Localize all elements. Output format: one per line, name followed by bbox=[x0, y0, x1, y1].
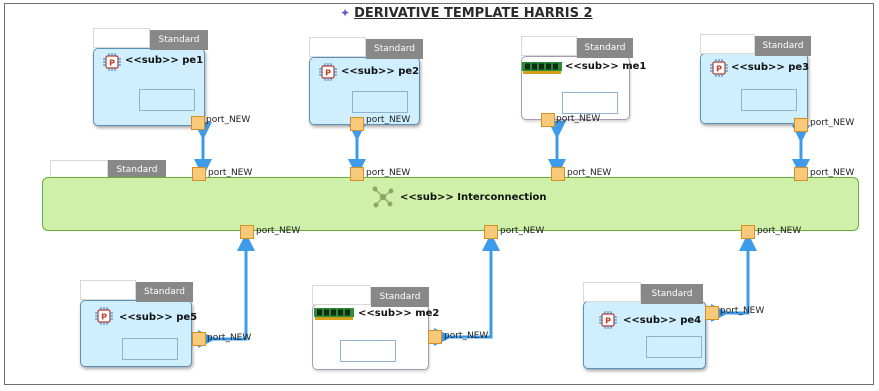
block-me1-standard-tag[interactable]: Standard bbox=[577, 38, 633, 58]
port-pe5-right-label: port_NEW bbox=[207, 333, 252, 343]
port-pe2-bottom-label: port_NEW bbox=[366, 115, 411, 125]
port-bus-pe3-label: port_NEW bbox=[810, 168, 855, 178]
block-pe1[interactable] bbox=[93, 48, 205, 126]
block-interconnection[interactable] bbox=[42, 177, 859, 231]
block-pe2-label: <<sub>> pe2 bbox=[341, 66, 420, 77]
svg-text:P: P bbox=[325, 69, 331, 78]
port-me2-right[interactable] bbox=[428, 330, 442, 344]
port-bus-me2[interactable] bbox=[484, 225, 498, 239]
block-pe4-content-box bbox=[646, 336, 702, 358]
bus-network-icon bbox=[372, 186, 394, 208]
block-pe2-standard-tag[interactable]: Standard bbox=[366, 39, 423, 59]
memory-module-icon bbox=[522, 62, 562, 74]
block-me2-content-box bbox=[340, 340, 396, 362]
port-me1-bottom[interactable] bbox=[541, 113, 555, 127]
port-bus-me1-label: port_NEW bbox=[567, 168, 612, 178]
block-pe3-name-tab bbox=[700, 34, 755, 54]
port-pe3-bottom-label: port_NEW bbox=[810, 118, 855, 128]
port-bus-pe1-label: port_NEW bbox=[208, 168, 253, 178]
port-bus-pe2[interactable] bbox=[350, 167, 364, 181]
memory-module-icon bbox=[314, 308, 354, 320]
svg-text:P: P bbox=[605, 317, 611, 326]
block-me1-content-box bbox=[562, 92, 618, 114]
block-me1-label: <<sub>> me1 bbox=[565, 61, 647, 72]
block-me2-name-tab bbox=[312, 285, 371, 305]
diagram-icon: ✦ bbox=[340, 6, 351, 20]
svg-text:P: P bbox=[101, 313, 107, 322]
block-pe2-name-tab bbox=[309, 37, 366, 57]
block-pe5-label: <<sub>> pe5 bbox=[119, 312, 198, 323]
block-pe5-standard-tag[interactable]: Standard bbox=[136, 282, 193, 302]
port-bus-pe5-label: port_NEW bbox=[256, 226, 301, 236]
block-pe4-standard-tag[interactable]: Standard bbox=[641, 284, 703, 304]
port-bus-pe3[interactable] bbox=[794, 167, 808, 181]
block-pe3-standard-tag[interactable]: Standard bbox=[755, 36, 811, 56]
block-pe3-label: <<sub>> pe3 bbox=[731, 62, 810, 73]
port-pe1-bottom[interactable] bbox=[191, 116, 205, 130]
port-pe5-right[interactable] bbox=[192, 332, 206, 346]
block-pe1-standard-tag[interactable]: Standard bbox=[150, 30, 208, 50]
port-pe4-right[interactable] bbox=[705, 306, 719, 320]
svg-text:P: P bbox=[716, 65, 722, 74]
port-me2-right-label: port_NEW bbox=[444, 331, 489, 341]
block-pe1-content-box bbox=[139, 89, 195, 111]
block-me1-name-tab bbox=[521, 36, 577, 56]
port-pe4-right-label: port_NEW bbox=[720, 306, 765, 316]
block-pe1-name-tab bbox=[93, 28, 150, 48]
port-bus-pe5[interactable] bbox=[240, 225, 254, 239]
processor-chip-icon: P bbox=[319, 63, 337, 81]
port-me1-bottom-label: port_NEW bbox=[556, 114, 601, 124]
port-bus-pe4[interactable] bbox=[741, 225, 755, 239]
diagram-canvas bbox=[4, 3, 874, 385]
block-me2-standard-tag[interactable]: Standard bbox=[371, 287, 429, 307]
block-pe3-content-box bbox=[741, 89, 797, 111]
connector-me2[interactable] bbox=[434, 233, 500, 346]
block-pe2-content-box bbox=[352, 91, 408, 113]
port-bus-me2-label: port_NEW bbox=[500, 226, 545, 236]
svg-text:P: P bbox=[109, 59, 115, 68]
port-pe1-bottom-label: port_NEW bbox=[206, 115, 251, 125]
port-bus-pe4-label: port_NEW bbox=[757, 226, 802, 236]
processor-chip-icon: P bbox=[599, 311, 617, 329]
connector-pe4[interactable] bbox=[711, 233, 757, 322]
block-pe5-content-box bbox=[122, 338, 178, 360]
processor-chip-icon: P bbox=[710, 59, 728, 77]
bus-standard-tag[interactable]: Standard bbox=[108, 160, 166, 180]
processor-chip-icon: P bbox=[103, 53, 121, 71]
block-pe4-name-tab bbox=[583, 282, 641, 302]
block-pe4-label: <<sub>> pe4 bbox=[623, 315, 702, 326]
processor-chip-icon: P bbox=[95, 307, 113, 325]
connector-pe5[interactable] bbox=[198, 233, 255, 348]
diagram-title[interactable]: ✦DERIVATIVE TEMPLATE HARRIS 2 bbox=[340, 6, 593, 21]
block-pe5-name-tab bbox=[80, 280, 136, 300]
bus-label: <<sub>> Interconnection bbox=[400, 192, 547, 203]
port-pe2-bottom[interactable] bbox=[350, 117, 364, 131]
port-pe3-bottom[interactable] bbox=[794, 118, 808, 132]
block-me2-label: <<sub>> me2 bbox=[358, 308, 440, 319]
block-pe1-label: <<sub>> pe1 bbox=[125, 55, 204, 66]
port-bus-pe1[interactable] bbox=[192, 167, 206, 181]
port-bus-pe2-label: port_NEW bbox=[366, 168, 411, 178]
port-bus-me1[interactable] bbox=[551, 167, 565, 181]
